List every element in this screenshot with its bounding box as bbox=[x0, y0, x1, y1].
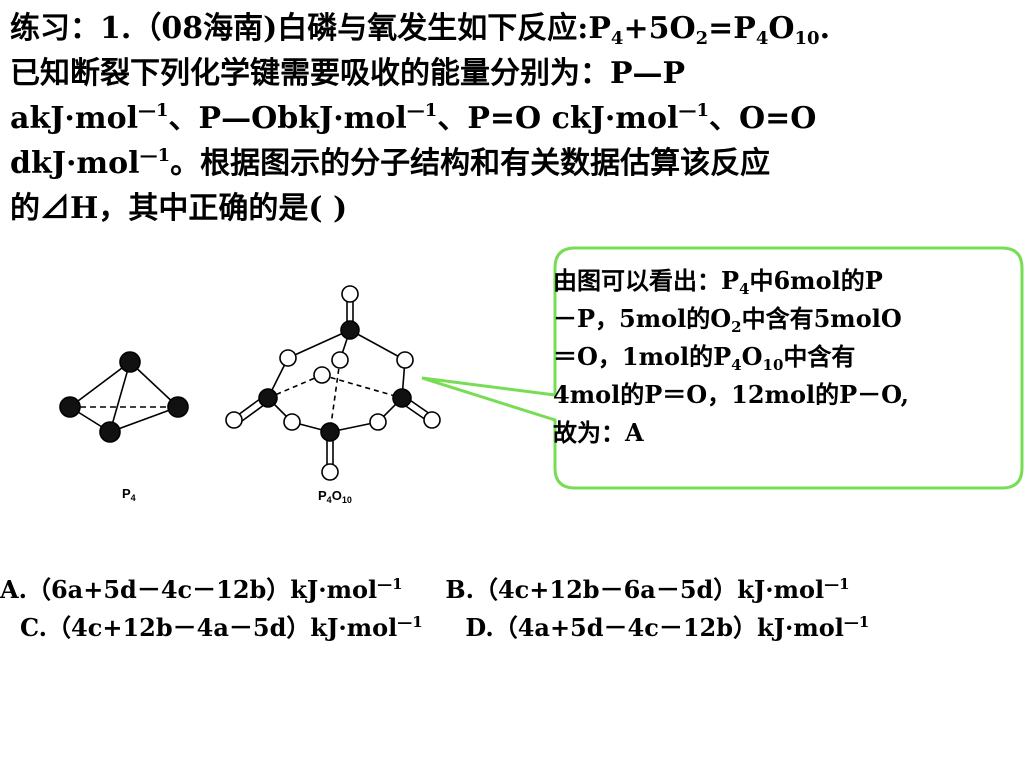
o-atom bbox=[279, 349, 297, 367]
p-atom bbox=[99, 421, 121, 443]
o-atom bbox=[313, 366, 331, 384]
question-line-3: akJ·mol—1、P—ObkJ·mol—1、P=O ckJ·mol—1、O=O bbox=[10, 100, 817, 136]
p-o-bond bbox=[287, 329, 351, 359]
p-atom bbox=[340, 320, 360, 340]
explanation-line-2: －P，5mol的O2中含有5molO bbox=[553, 304, 902, 336]
o-atom bbox=[321, 463, 339, 481]
question-line-5: 的⊿H，其中正确的是( ) bbox=[10, 191, 348, 226]
o-atom bbox=[369, 413, 387, 431]
o-atom bbox=[283, 413, 301, 431]
p-atom bbox=[119, 351, 141, 373]
question-text: 练习：1.（08海南)白磷与氧发生如下反应:P4+5O2=P4O10. 已知断裂… bbox=[10, 6, 1024, 231]
p-atom bbox=[167, 396, 189, 418]
question-line-1: 练习：1.（08海南)白磷与氧发生如下反应:P4+5O2=P4O10. bbox=[10, 11, 831, 49]
p-atom bbox=[258, 388, 278, 408]
p-o-back-bond bbox=[321, 374, 403, 399]
option-d: D.（4a+5d－4c－12b）kJ·mol—1 bbox=[465, 613, 870, 642]
explanation-line-1: 由图可以看出：P4中6mol的P bbox=[553, 266, 883, 298]
o-atom bbox=[396, 351, 414, 369]
p4-bond bbox=[109, 361, 131, 433]
question-line-2: 已知断裂下列化学键需要吸收的能量分别为：P—P bbox=[10, 56, 686, 91]
p-atom bbox=[59, 396, 81, 418]
option-b: B.（4c+12b－6a－5d）kJ·mol—1 bbox=[445, 575, 850, 604]
p4-bond bbox=[129, 361, 179, 408]
explanation-text: 由图可以看出：P4中6mol的P －P，5mol的O2中含有5molO ＝O，1… bbox=[553, 262, 1013, 452]
p4-bond bbox=[69, 361, 131, 408]
p-atom bbox=[320, 422, 340, 442]
question-line-4: dkJ·mol—1。根据图示的分子结构和有关数据估算该反应 bbox=[10, 145, 771, 181]
o-atom bbox=[341, 285, 359, 303]
option-row-1: A.（6a+5d－4c－12b）kJ·mol—1 B.（4c+12b－6a－5d… bbox=[0, 570, 850, 610]
explanation-line-3: ＝O，1mol的P4O10中含有 bbox=[553, 342, 856, 374]
p4-molecule bbox=[59, 351, 189, 443]
p-o-bond bbox=[349, 329, 406, 361]
explanation-line-5: 故为：A bbox=[553, 418, 644, 447]
p4o10-molecule bbox=[225, 285, 441, 481]
option-a: A.（6a+5d－4c－12b）kJ·mol—1 bbox=[0, 575, 403, 604]
o-atom bbox=[225, 411, 243, 429]
explanation-line-4: 4mol的P＝O，12mol的P－O, bbox=[553, 380, 909, 409]
p4o10-label: P4O10 bbox=[318, 488, 352, 505]
p4-bond bbox=[109, 406, 179, 433]
callout-border bbox=[421, 246, 1024, 490]
p4-label: P4 bbox=[122, 486, 136, 503]
o-atom bbox=[331, 351, 349, 369]
molecule-figure: P4 bbox=[59, 285, 441, 505]
o-atom bbox=[423, 411, 441, 429]
option-row-2: C.（4c+12b－4a－5d）kJ·mol—1 D.（4a+5d－4c－12b… bbox=[20, 608, 869, 648]
option-c: C.（4c+12b－4a－5d）kJ·mol—1 bbox=[20, 613, 423, 642]
p-atom bbox=[392, 388, 412, 408]
p-o-back-bond bbox=[329, 359, 341, 433]
